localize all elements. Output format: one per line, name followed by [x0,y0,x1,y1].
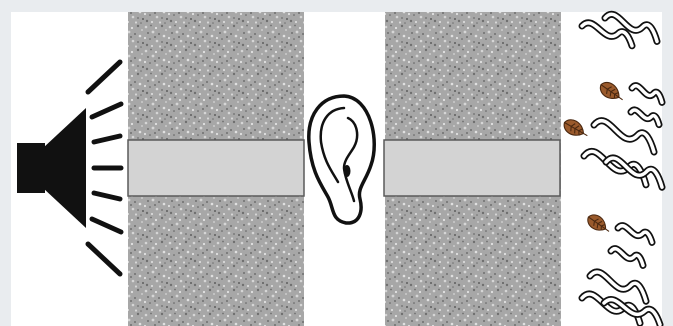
left-wall-opening [128,140,304,196]
right-wall-opening [384,140,560,196]
speaker-body [17,143,45,193]
